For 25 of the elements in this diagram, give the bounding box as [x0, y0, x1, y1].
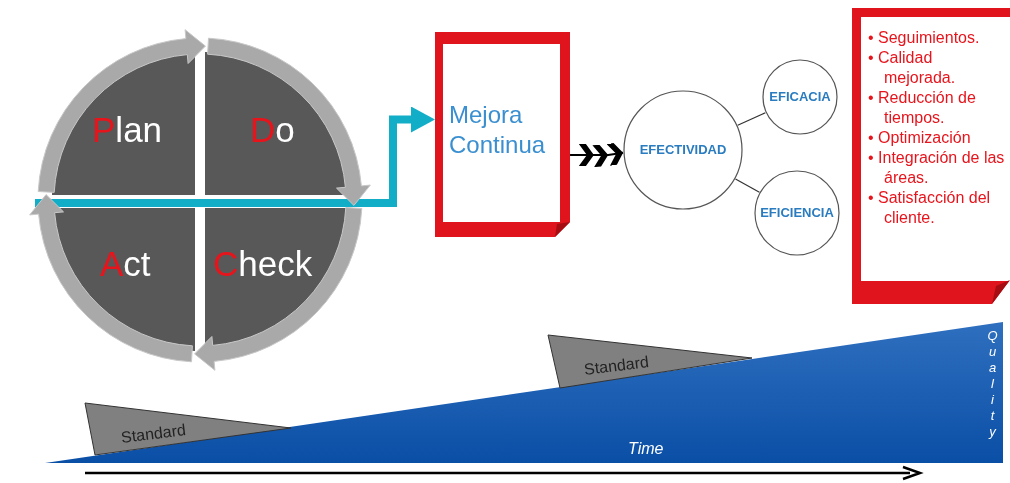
- quadrant-label: Act: [100, 244, 151, 284]
- elbow-arrow: [35, 106, 435, 207]
- circle-label: EFECTIVIDAD: [638, 142, 728, 157]
- wedge-label: Standard: [583, 353, 650, 379]
- axis-label: Time: [628, 440, 664, 458]
- bullet-item: • Integración de las áreas.: [868, 148, 1006, 188]
- curved-arrow: [29, 194, 193, 363]
- bullet-item: • Reducción de tiempos.: [868, 88, 977, 128]
- circle-label: EFICACIA: [768, 89, 832, 104]
- quadrant-label: Check: [213, 244, 313, 284]
- bullet-item: • Seguimientos.: [868, 28, 981, 48]
- connector-line: [734, 178, 760, 193]
- connector-line: [737, 112, 766, 126]
- quadrant-label: Do: [250, 110, 295, 150]
- axis-label: Quality: [984, 328, 1001, 440]
- card-title: Mejora Continua: [449, 100, 547, 160]
- wedge-label: Standard: [120, 421, 187, 447]
- curved-arrow: [207, 37, 371, 206]
- curved-arrow: [37, 29, 206, 193]
- curved-arrow: [194, 207, 363, 371]
- quadrant-label: Plan: [92, 110, 163, 150]
- bullet-item: • Optimización: [868, 128, 972, 148]
- bullet-item: • Calidad mejorada.: [868, 48, 957, 88]
- circle-label: EFICIENCIA: [759, 205, 835, 220]
- bullet-item: • Satisfacción del cliente.: [868, 188, 992, 228]
